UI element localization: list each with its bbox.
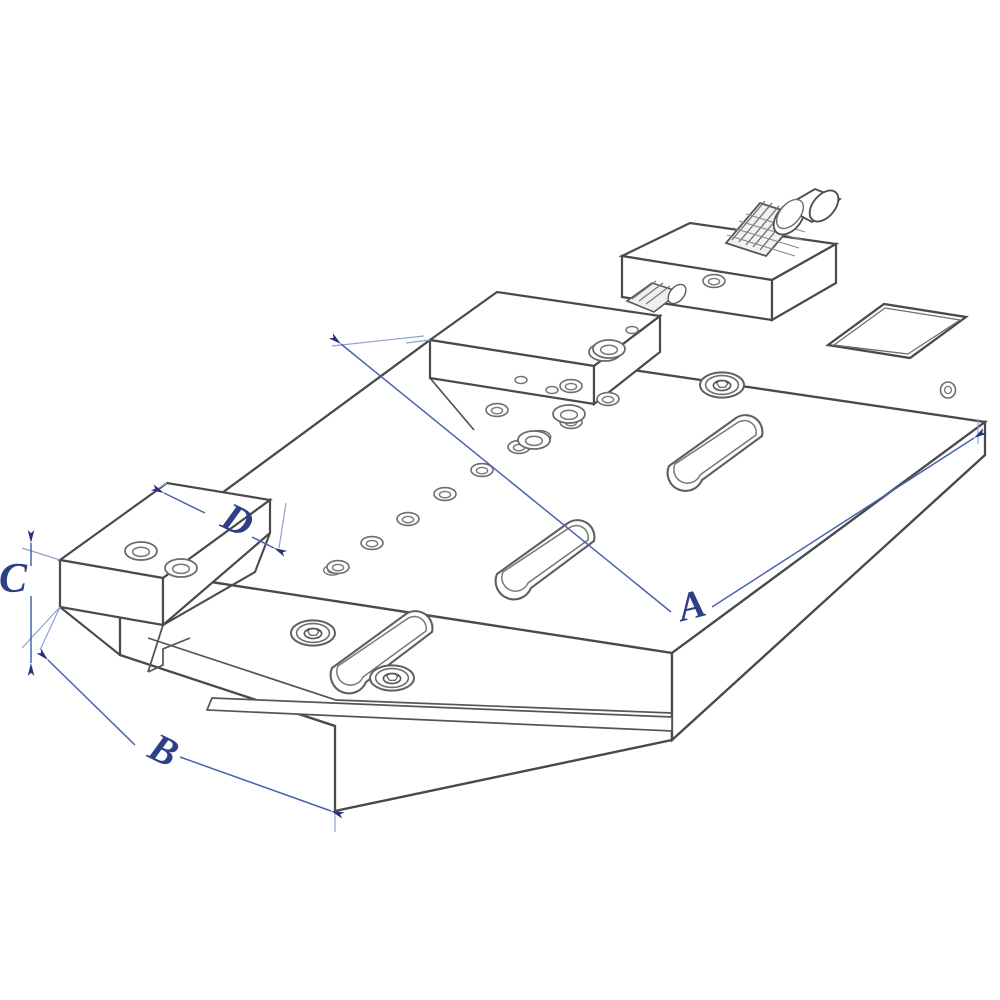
- dimension-a-start-tick: [405, 339, 431, 344]
- dimension-label-c: C: [0, 556, 28, 602]
- side-small-hole: [939, 381, 957, 399]
- socket-screw-upper: [699, 371, 745, 399]
- secondary-screw-stud: [625, 280, 687, 313]
- dimension-c: C: [0, 530, 61, 676]
- housing-hole-1: [702, 273, 726, 289]
- side-plate-recess: [825, 302, 969, 360]
- center-riser-block: [427, 290, 663, 431]
- t-slot-upper: [666, 414, 764, 492]
- t-slot-bottom-left: [329, 610, 434, 695]
- socket-screw-lower-right: [369, 664, 415, 692]
- jaw-hole-1: [124, 541, 158, 561]
- socket-screw-lower-left: [290, 619, 336, 647]
- t-slot-lower: [494, 519, 596, 601]
- dimension-label-b: B: [141, 723, 186, 776]
- movable-jaw-block: [57, 481, 273, 673]
- jaw-hole-2: [164, 558, 198, 578]
- drive-screw-assembly: [724, 187, 842, 258]
